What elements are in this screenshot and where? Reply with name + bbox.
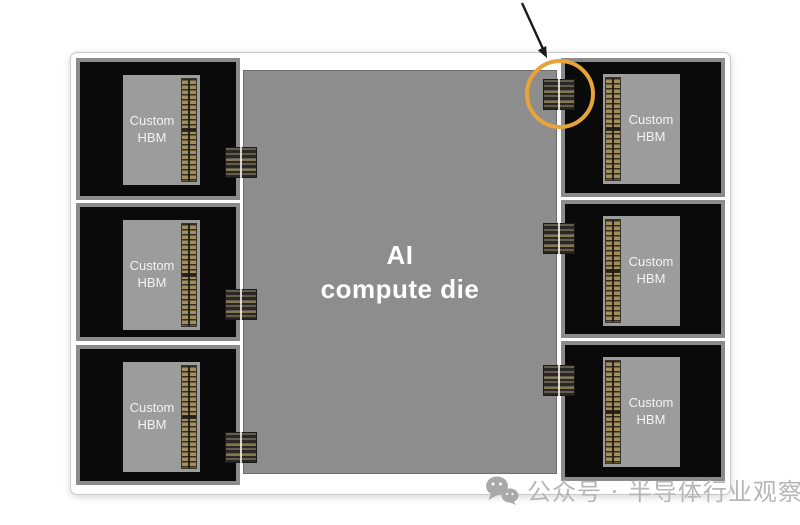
hbm-stack-icon: [605, 77, 621, 181]
wechat-icon: [486, 476, 519, 505]
ai-compute-die: AI compute die: [243, 70, 557, 474]
hbm-label: Custom HBM: [129, 258, 175, 290]
hbm-stack-icon: [181, 78, 197, 182]
ai-compute-die-label: AI compute die: [321, 238, 480, 307]
hbm-module-left-middle: Custom HBM: [76, 203, 240, 341]
hbm-die-area: Custom HBM: [123, 220, 200, 330]
hbm-module-left-bottom: Custom HBM: [76, 345, 240, 485]
hbm-label: Custom HBM: [129, 113, 175, 145]
die-label-line2: compute die: [320, 274, 480, 304]
die-label-line1: AI: [386, 239, 414, 270]
hbm-stack-icon: [605, 219, 621, 323]
hbm-stack-icon: [605, 360, 621, 464]
hbm-stack-icon: [181, 223, 197, 327]
die-to-hbm-connector-right-middle: [543, 223, 575, 254]
hbm-die-area: Custom HBM: [603, 357, 680, 467]
hbm-stack-icon: [181, 365, 197, 469]
hbm-module-right-bottom: Custom HBM: [561, 341, 725, 481]
hbm-die-area: Custom HBM: [603, 74, 680, 184]
hbm-die-area: Custom HBM: [123, 362, 200, 472]
die-to-hbm-connector-right-bottom: [543, 365, 575, 396]
hbm-module-right-middle: Custom HBM: [561, 200, 725, 338]
watermark: 公众号 · 半导体行业观察: [484, 472, 800, 507]
die-to-hbm-connector-left-middle: [225, 289, 257, 320]
highlight-circle: [525, 59, 595, 129]
hbm-label: Custom HBM: [628, 395, 674, 427]
watermark-text: 公众号 · 半导体行业观察: [527, 478, 800, 506]
hbm-label: Custom HBM: [628, 254, 674, 286]
annotation-arrow-icon: [520, 2, 547, 58]
die-to-hbm-connector-left-top: [225, 147, 257, 178]
die-to-hbm-connector-left-bottom: [225, 432, 257, 463]
hbm-die-area: Custom HBM: [603, 216, 680, 326]
hbm-label: Custom HBM: [129, 400, 175, 432]
hbm-die-area: Custom HBM: [123, 75, 200, 185]
hbm-module-left-top: Custom HBM: [76, 58, 240, 200]
hbm-label: Custom HBM: [628, 112, 674, 144]
